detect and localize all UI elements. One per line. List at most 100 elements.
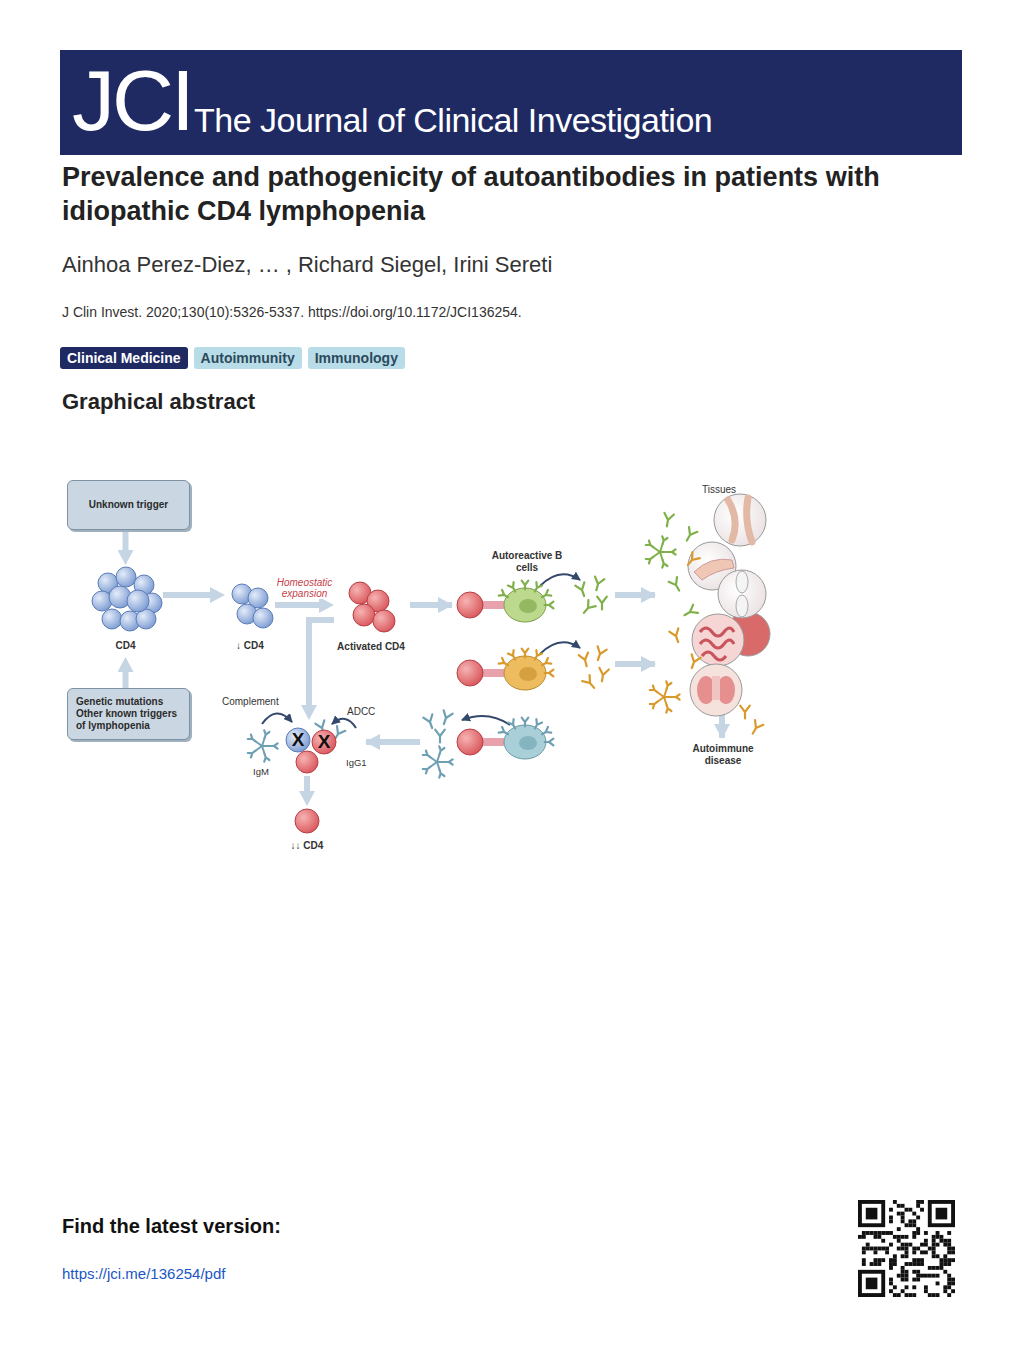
illustration-path	[660, 559, 667, 568]
illustration-rect	[916, 1278, 920, 1282]
illustration-g	[545, 602, 554, 609]
illustration-g	[423, 751, 432, 760]
illustration-rect	[924, 1239, 928, 1243]
illustration-rect	[905, 1262, 909, 1266]
illustration-rect	[877, 1235, 881, 1239]
illustration-rect	[939, 1262, 943, 1266]
illustration-path	[672, 694, 679, 699]
illustration-rect	[866, 1243, 870, 1247]
illustration-rect	[860, 1272, 883, 1295]
cell-cluster: CD4	[88, 565, 163, 657]
illustration-rect	[947, 1262, 951, 1266]
illustration-g	[270, 743, 277, 748]
illustration-rect	[912, 1212, 916, 1216]
illustration-circle	[718, 570, 766, 618]
illustration-rect	[932, 1254, 936, 1258]
illustration-g	[662, 513, 674, 527]
illustration-g	[749, 720, 764, 736]
illustration-path	[423, 765, 432, 774]
illustration-path	[248, 749, 257, 758]
illustration-path	[508, 719, 518, 730]
illustration-path	[423, 714, 436, 729]
illustration-rect	[893, 1258, 897, 1262]
illustration-g	[664, 681, 671, 690]
illustration-path	[366, 739, 420, 745]
illustration-rect	[893, 1235, 897, 1239]
illustration-path	[499, 658, 510, 668]
illustration-rect	[912, 1258, 916, 1262]
illustration-rect	[908, 1219, 912, 1223]
illustration-rect	[874, 1247, 878, 1251]
illustration-path	[540, 590, 551, 600]
illustration-g	[532, 582, 542, 593]
illustration-rect	[885, 1231, 889, 1235]
illustration-path	[423, 751, 432, 760]
illustration-svg	[280, 720, 346, 776]
journal-banner: JCIThe Journal of Clinical Investigation	[60, 50, 962, 155]
illustration-rect	[870, 1262, 874, 1266]
illustration-rect	[908, 1293, 912, 1297]
illustration-circle	[116, 567, 136, 587]
illustration-rect	[916, 1247, 920, 1251]
illustration-path	[682, 605, 698, 620]
illustration-g	[457, 588, 546, 759]
illustration-rect	[897, 1274, 901, 1278]
illustration-rect	[920, 1262, 924, 1266]
illustration-rect	[920, 1274, 924, 1278]
illustration-path	[522, 649, 529, 658]
illustration-rect	[877, 1247, 881, 1251]
illustration-rect	[901, 1278, 905, 1282]
killed-cells: XX	[280, 720, 346, 776]
illustration-rect	[936, 1231, 940, 1235]
illustration-rect	[936, 1266, 940, 1270]
illustration-ellipse	[504, 656, 546, 690]
illustration-rect	[862, 1262, 866, 1266]
illustration-rect	[905, 1293, 909, 1297]
illustration-g	[545, 739, 554, 746]
illustration-g	[499, 727, 510, 737]
illustration-rect	[905, 1247, 909, 1251]
illustration-rect	[920, 1243, 924, 1247]
illustration-rect	[889, 1208, 893, 1212]
illustration-g	[437, 746, 444, 755]
illustration-rect	[860, 1202, 883, 1225]
illustration-rect	[947, 1285, 951, 1289]
illustration-rect	[905, 1243, 909, 1247]
illustration-rect	[928, 1274, 932, 1278]
illustration-g	[262, 730, 269, 739]
illustration-path	[580, 600, 596, 616]
illustration-rect	[905, 1285, 909, 1289]
illustration-rect	[905, 1278, 909, 1282]
flow-arrow	[123, 530, 129, 558]
illustration-path	[332, 719, 356, 728]
illustration-rect	[916, 1216, 920, 1220]
illustration-g	[508, 582, 518, 593]
illustration-path	[262, 753, 269, 762]
illustration-g	[660, 536, 667, 545]
illustration-rect	[924, 1250, 928, 1254]
illustration-rect	[924, 1285, 928, 1289]
illustration-g	[684, 552, 700, 568]
outcome-label: Autoimmune disease	[682, 743, 764, 767]
illustration-rect	[901, 1254, 905, 1258]
illustration-g	[423, 714, 436, 729]
illustration-circle	[714, 494, 766, 546]
illustration-rect	[916, 1200, 920, 1204]
trigger-box: Unknown trigger	[67, 480, 190, 530]
illustration-path	[439, 710, 452, 725]
illustration-rect	[936, 1293, 940, 1297]
illustration-rect	[930, 1202, 953, 1225]
illustration-g	[248, 735, 257, 744]
illustration-circle	[457, 592, 483, 618]
illustration-rect	[947, 1231, 951, 1235]
flow-arrow	[123, 664, 129, 688]
illustration-g	[248, 749, 257, 758]
illustration-rect	[924, 1274, 928, 1278]
flow-arrow	[309, 620, 334, 713]
illustration-rect	[893, 1200, 897, 1204]
trigger-box: Genetic mutations Other known triggers o…	[67, 688, 190, 740]
illustration-rect	[943, 1254, 947, 1258]
illustration-g	[540, 727, 551, 737]
illustration-g	[580, 600, 596, 616]
illustration-g	[668, 549, 675, 554]
